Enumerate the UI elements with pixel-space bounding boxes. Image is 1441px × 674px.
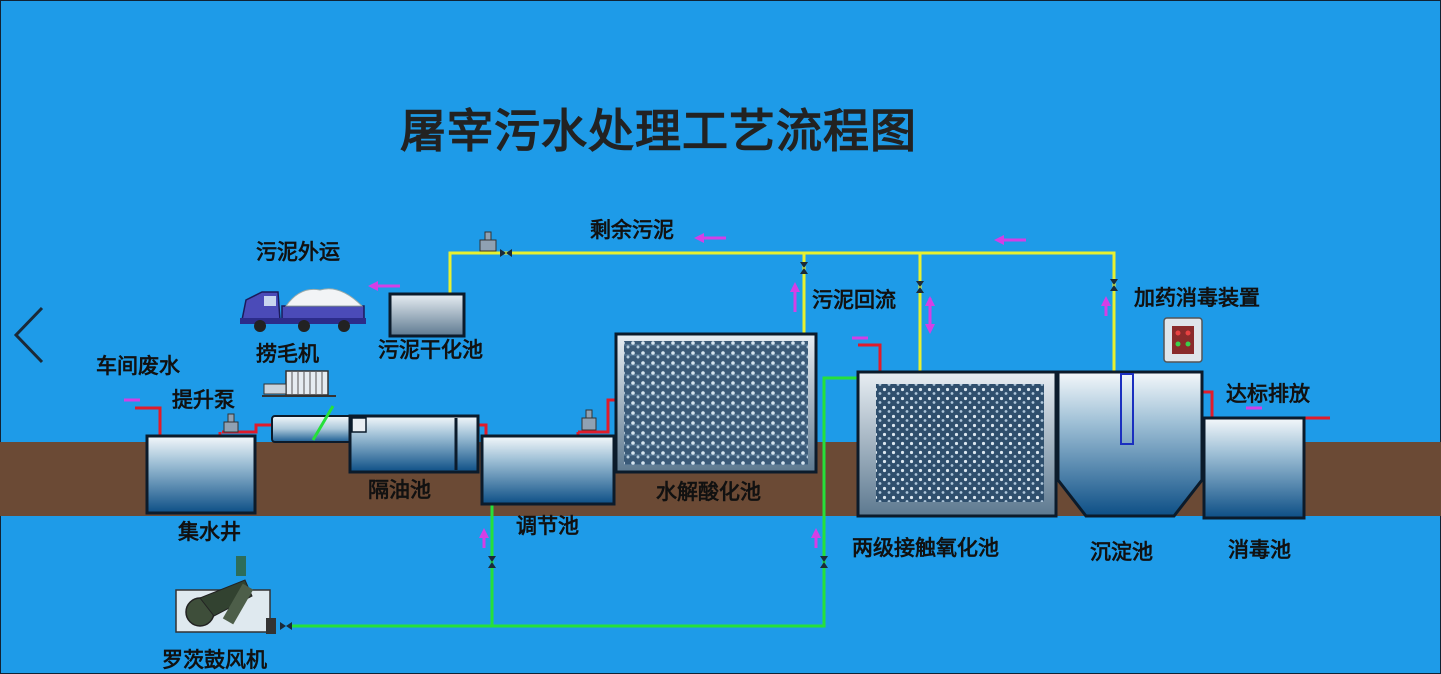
label-regulating-tank: 调节池 (516, 514, 579, 538)
screen-machine-grid (291, 372, 323, 394)
label-disinfection-tank: 消毒池 (1228, 538, 1291, 562)
sedimentation-center-tube (1120, 373, 1134, 445)
oil-separator-tank (348, 414, 480, 474)
label-screen-machine: 捞毛机 (256, 342, 319, 366)
screen-drum (271, 415, 353, 443)
arrow-sludge-transport (368, 281, 400, 291)
screen-chute (311, 405, 335, 441)
sludge-pump-icon (479, 231, 497, 252)
air-main-line (288, 376, 860, 628)
arrow-return-right (1101, 296, 1111, 316)
hydrolysis-media (624, 341, 808, 465)
sludge-main-line (448, 251, 1116, 372)
arrow-excess-sludge (694, 233, 726, 243)
label-compliant-discharge: 达标排放 (1226, 382, 1310, 406)
regulating-pump-icon (581, 409, 597, 431)
arrow-air-regulating (479, 528, 489, 548)
label-lift-pump: 提升泵 (172, 388, 235, 412)
contact-oxidation-media (876, 384, 1044, 502)
hydrolysis-to-contact (858, 343, 882, 380)
diagram-title: 屠宰污水处理工艺流程图 (400, 104, 917, 158)
arrow-return-top (994, 235, 1026, 245)
arrow-return-mid (925, 296, 935, 334)
label-sludge-return: 污泥回流 (812, 288, 896, 312)
sludge-drying-tank (388, 292, 466, 338)
arrow-air-contact (811, 528, 821, 548)
pump-outlet (222, 423, 272, 434)
screen-machine-body (285, 370, 329, 396)
arrow-return-left (790, 282, 800, 312)
label-workshop-wastewater: 车间废水 (96, 354, 180, 378)
valve-icons (280, 249, 1118, 630)
label-sludge-transport: 污泥外运 (256, 240, 340, 264)
label-sludge-drying-tank: 污泥干化池 (378, 338, 483, 362)
chevron-left-icon (13, 306, 44, 364)
label-excess-sludge: 剩余污泥 (590, 218, 674, 242)
label-collection-well: 集水井 (178, 520, 241, 544)
collection-well-tank (145, 434, 257, 515)
screen-machine-motor (263, 383, 287, 395)
lift-pump-icon (223, 413, 239, 433)
flow-arrows (124, 233, 1262, 548)
label-hydrolysis-tank: 水解酸化池 (656, 480, 761, 504)
sludge-truck (240, 288, 366, 332)
prev-button[interactable] (6, 300, 50, 370)
label-oil-separator: 隔油池 (368, 478, 431, 502)
disinfection-tank (1202, 416, 1306, 520)
label-dosing-device: 加药消毒装置 (1134, 286, 1260, 310)
label-roots-blower: 罗茨鼓风机 (162, 648, 267, 672)
roots-blower-machine (175, 556, 276, 634)
label-contact-oxidation-tank: 两级接触氧化池 (852, 536, 999, 560)
regulating-tank (480, 434, 616, 506)
label-sedimentation-tank: 沉淀池 (1090, 540, 1153, 564)
